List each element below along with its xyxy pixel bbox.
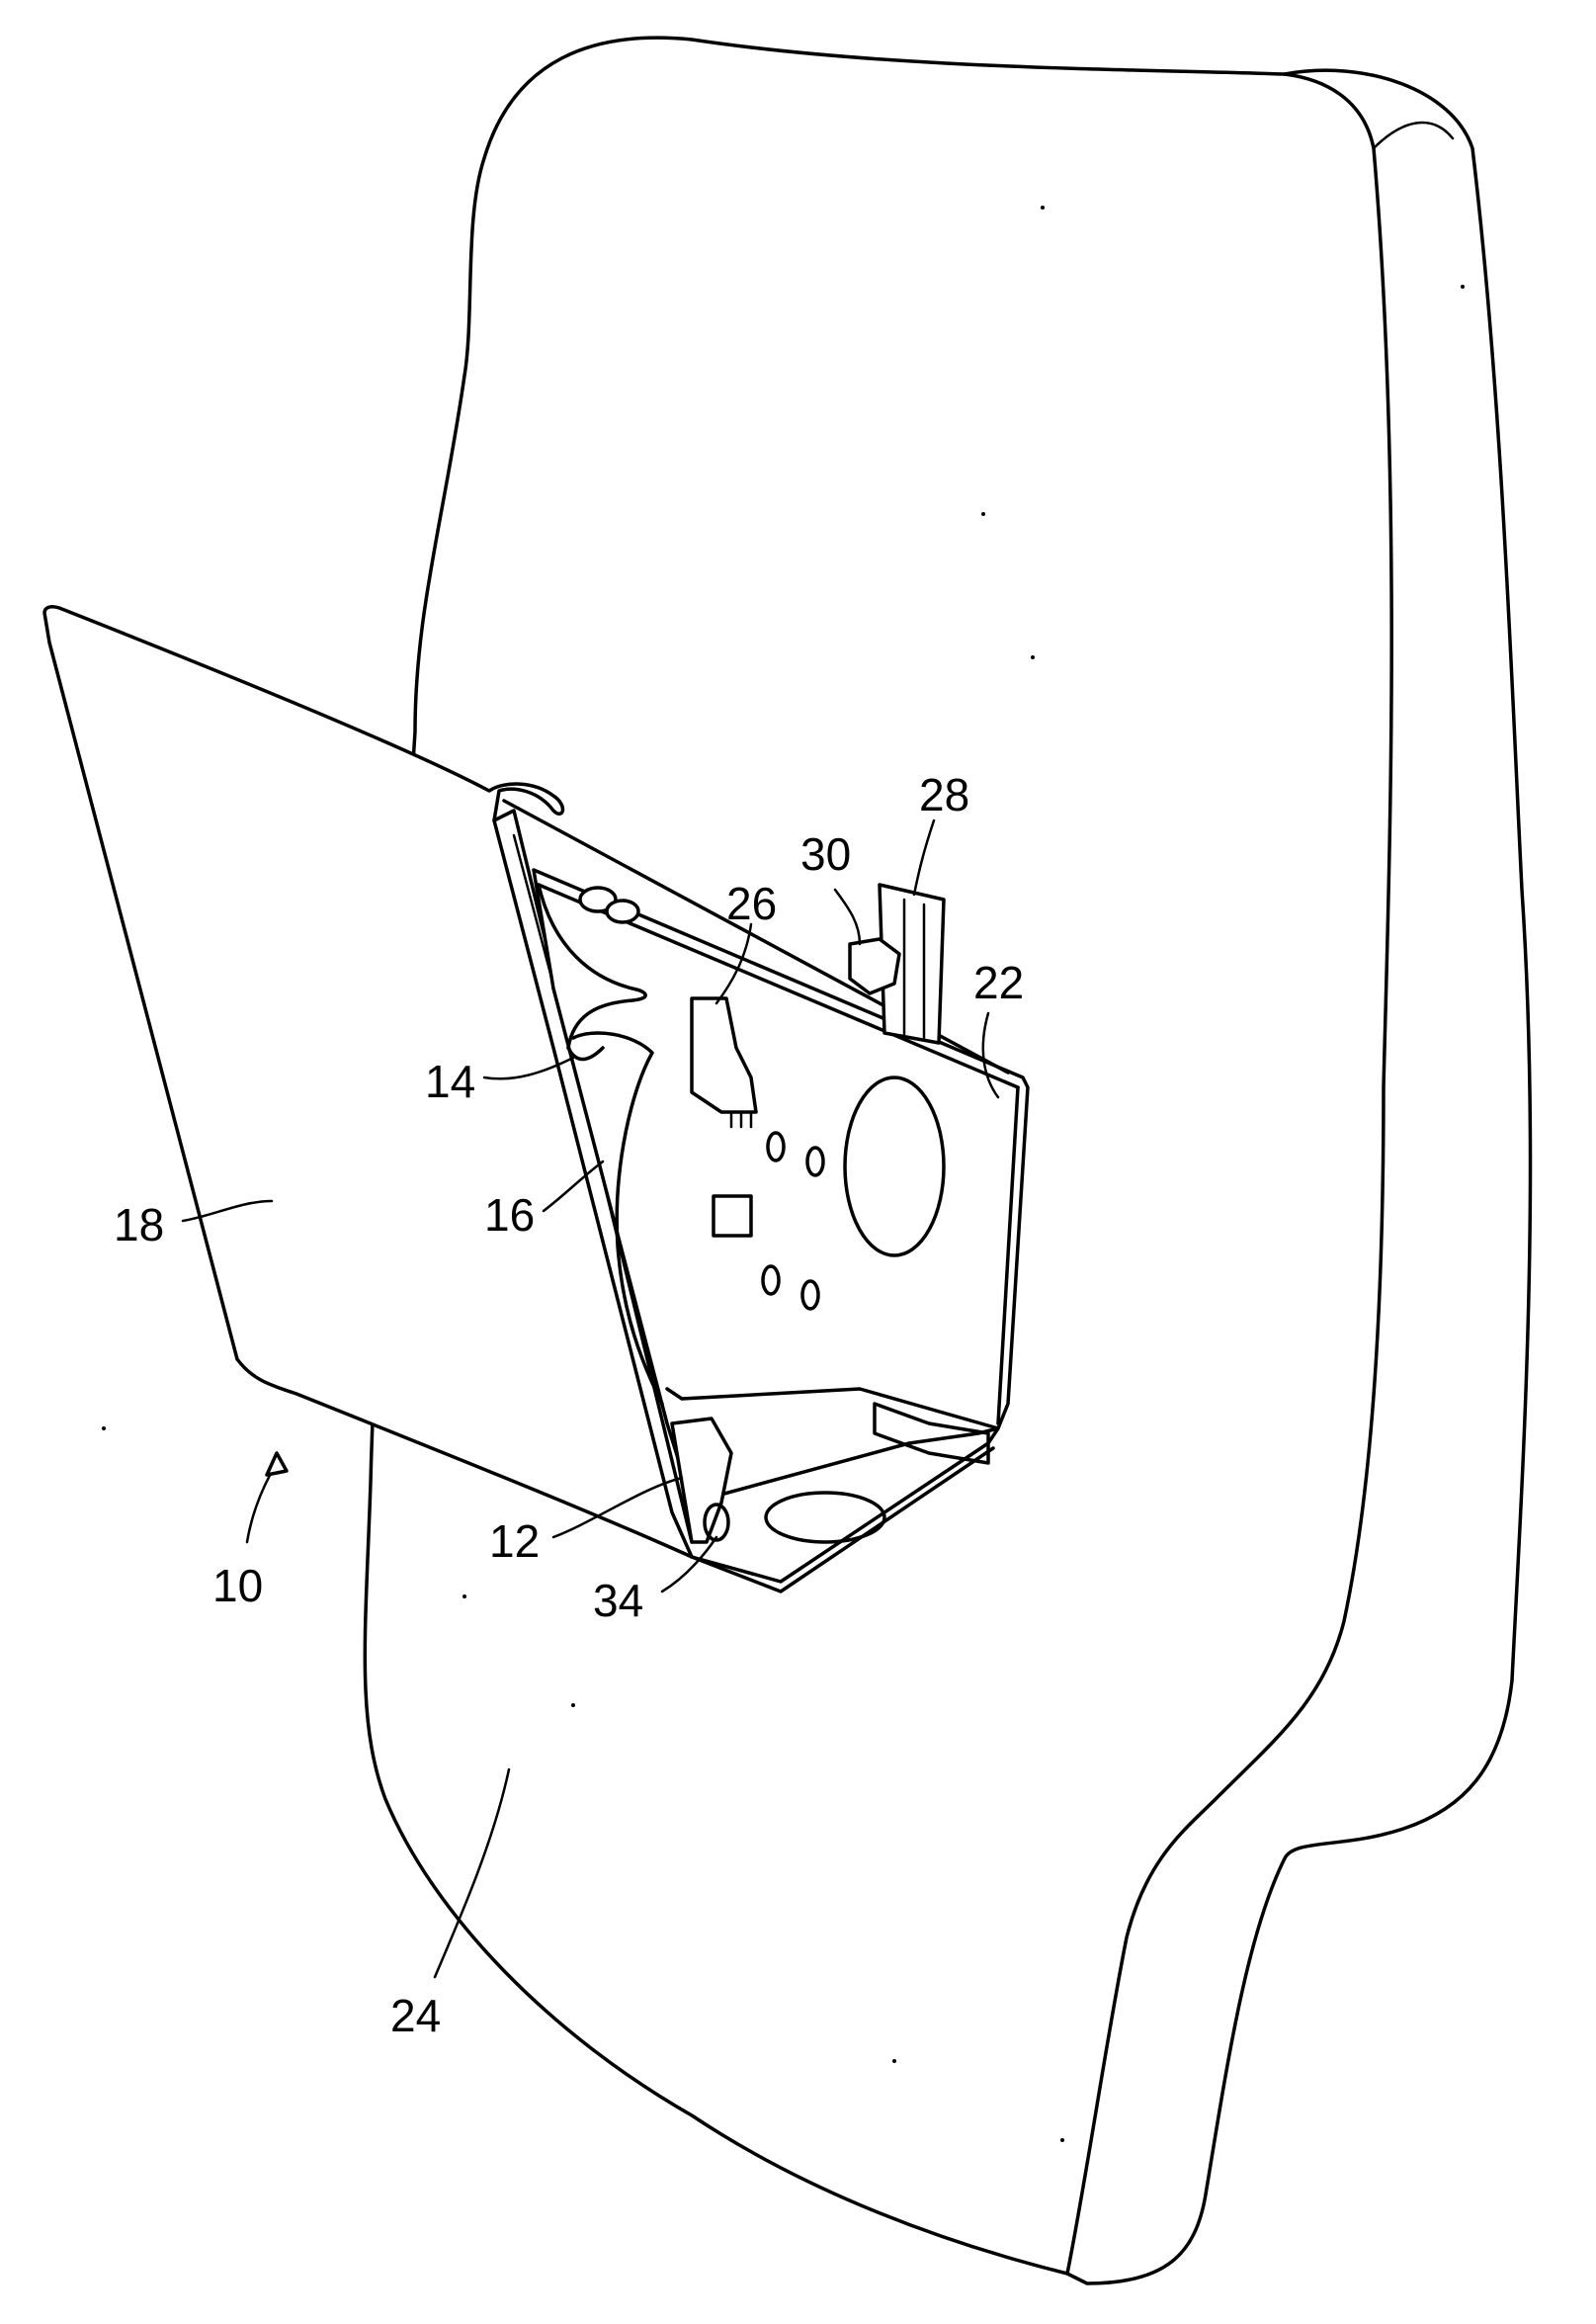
scan-speck [102, 1426, 106, 1430]
scan-speck [1031, 655, 1035, 659]
label-30: 30 [800, 828, 851, 880]
leader-24 [435, 1769, 509, 1977]
scan-speck [462, 1594, 466, 1598]
label-28: 28 [919, 769, 969, 820]
latch-element [672, 1419, 731, 1542]
label-10: 10 [212, 1560, 263, 1611]
scan-speck [981, 512, 985, 516]
label-34: 34 [593, 1575, 643, 1626]
label-16: 16 [484, 1189, 535, 1241]
leader-28 [914, 820, 934, 895]
label-26: 26 [726, 878, 777, 929]
arrow-10-head [267, 1453, 287, 1475]
flange-bolt [607, 901, 638, 922]
wall-panel-edge [1067, 70, 1531, 2283]
label-18: 18 [114, 1199, 164, 1250]
scan-speck [1041, 206, 1045, 210]
wall-panel-edge-inner [1374, 123, 1453, 148]
scan-speck [571, 1703, 575, 1707]
scan-speck [1461, 285, 1465, 289]
leader-30 [835, 890, 860, 944]
hex-nut [850, 939, 899, 993]
label-14: 14 [425, 1056, 475, 1107]
label-12: 12 [489, 1515, 540, 1567]
scan-speck [1060, 2138, 1064, 2142]
tray-round-opening [766, 1493, 884, 1542]
label-24: 24 [390, 1990, 441, 2041]
label-22: 22 [973, 957, 1024, 1008]
scan-speck [892, 2059, 896, 2063]
